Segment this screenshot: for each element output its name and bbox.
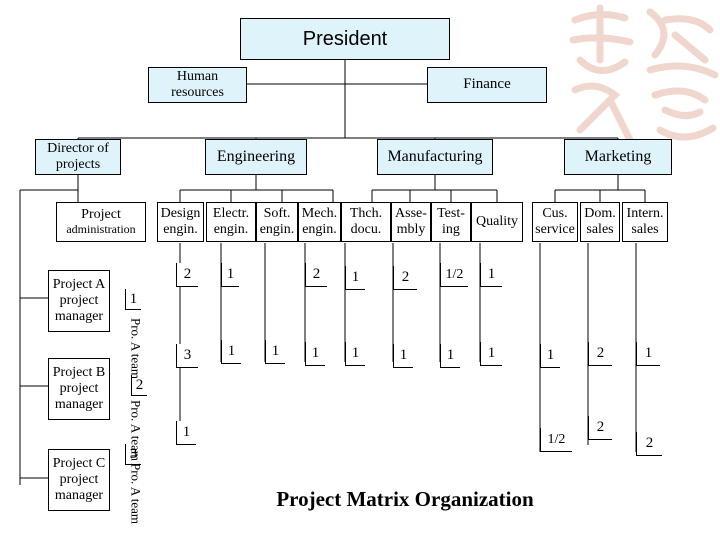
matrix-a-electr: 1: [221, 263, 239, 287]
marketing-box: Marketing: [564, 139, 672, 175]
matrix-a-thch: 1: [345, 266, 365, 290]
function-label-2: engin.: [163, 222, 198, 237]
matrix-a-testing: 1/2: [440, 263, 468, 287]
function-label-2: docu.: [350, 222, 382, 237]
function-label-2: sales: [586, 222, 614, 237]
project-administration-box: Project administration: [56, 202, 146, 242]
function-cus-service: Cus. service: [532, 202, 578, 242]
project-admin-line2: administration: [66, 222, 136, 237]
matrix-b-dom-sales: 2: [588, 342, 612, 366]
function-label-1: Electr.: [212, 205, 250, 221]
matrix-c-cus-service: 1/2: [540, 428, 572, 452]
function-label-2: sales: [631, 222, 659, 237]
matrix-b-intern-sales: 1: [636, 342, 660, 366]
function-label-1: Design: [160, 205, 201, 221]
matrix-a-assembly: 2: [393, 266, 417, 290]
function-label-1: Asse-: [395, 205, 427, 221]
project-b-admin-value: 2: [131, 375, 147, 396]
project-admin-line1: Project: [81, 207, 121, 223]
matrix-b-assembly: 1: [393, 344, 413, 368]
matrix-c-design: 1: [176, 421, 196, 445]
function-assembly: Asse- mbly: [391, 202, 431, 242]
project-b-team-label: Pro. A team: [128, 400, 144, 462]
function-label-2: engin.: [259, 222, 295, 237]
function-label-2: service: [535, 222, 575, 237]
function-soft-engin: Soft. engin.: [256, 202, 298, 242]
project-a-team-label: Pro. A team: [128, 318, 144, 380]
project-a-manager-box: Project A project manager: [48, 270, 110, 332]
finance-box: Finance: [427, 67, 547, 103]
function-dom-sales: Dom. sales: [580, 202, 620, 242]
function-electr-engin: Electr. engin.: [206, 202, 256, 242]
function-label-1: Quality: [476, 213, 518, 229]
matrix-b-soft: 1: [265, 340, 285, 364]
function-quality: Quality: [471, 202, 523, 242]
calligraphy-watermark: [569, 4, 719, 144]
function-label-1: Soft.: [263, 205, 291, 221]
project-b-manager-box: Project B project manager: [48, 358, 110, 420]
engineering-box: Engineering: [205, 139, 307, 175]
function-label-1: Dom.: [584, 205, 616, 221]
function-testing: Test- ing: [431, 202, 471, 242]
function-design-engin: Design engin.: [157, 202, 204, 242]
function-label-2: ing: [442, 222, 460, 237]
function-label-1: Thch.: [349, 205, 383, 221]
matrix-b-electr: 1: [221, 340, 241, 364]
matrix-a-mech: 2: [305, 263, 327, 287]
manufacturing-box: Manufacturing: [377, 139, 493, 175]
matrix-b-thch: 1: [345, 342, 365, 366]
matrix-b-mech: 1: [305, 342, 325, 366]
matrix-b-quality: 1: [480, 342, 502, 366]
function-label-1: Intern.: [626, 205, 664, 221]
matrix-c-intern-sales: 2: [636, 432, 662, 456]
matrix-a-quality: 1: [480, 263, 502, 287]
function-label-1: Mech.: [301, 205, 338, 221]
matrix-b-design: 3: [176, 344, 198, 368]
matrix-a-design: 2: [176, 263, 198, 287]
project-c-admin-value: 3: [125, 444, 141, 465]
function-mech-engin: Mech. engin.: [298, 202, 341, 242]
function-label-2: mbly: [396, 222, 426, 237]
function-intern-sales: Intern. sales: [622, 202, 668, 242]
diagram-title: Project Matrix Organization: [276, 486, 534, 511]
matrix-b-cus-service: 1: [540, 344, 560, 368]
president-box: President: [240, 18, 450, 60]
function-label-1: Cus.: [542, 205, 568, 221]
function-label-2: engin.: [302, 222, 337, 237]
function-label-2: engin.: [213, 222, 249, 237]
function-label-1: Test-: [437, 205, 465, 221]
project-c-manager-box: Project C project manager: [48, 449, 110, 511]
matrix-c-dom-sales: 2: [588, 416, 612, 440]
matrix-b-testing: 1: [440, 344, 460, 368]
director-of-projects-box: Director of projects: [35, 139, 121, 175]
project-a-admin-value: 1: [125, 289, 141, 310]
human-resources-box: Human resources: [148, 67, 247, 103]
project-c-team-label: Pro. A team: [128, 463, 144, 525]
function-thch-docu: Thch. docu.: [341, 202, 391, 242]
